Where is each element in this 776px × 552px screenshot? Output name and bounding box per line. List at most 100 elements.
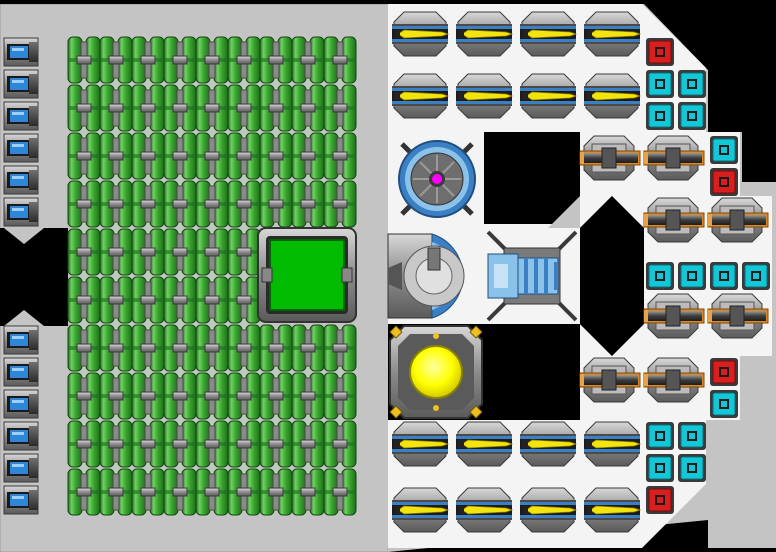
missile-icon[interactable] <box>583 487 641 533</box>
thruster-icon[interactable] <box>3 37 39 67</box>
missile-icon[interactable] <box>519 487 577 533</box>
fuel-tank-icon[interactable] <box>99 132 133 180</box>
fuel-tank-icon[interactable] <box>99 372 133 420</box>
cannon-icon[interactable] <box>707 197 769 243</box>
shield-block-icon[interactable] <box>677 69 707 99</box>
fuel-tank-icon[interactable] <box>227 420 261 468</box>
thruster-icon[interactable] <box>3 133 39 163</box>
missile-icon[interactable] <box>583 73 641 119</box>
fuel-tank-icon[interactable] <box>67 372 101 420</box>
fuel-tank-icon[interactable] <box>131 132 165 180</box>
shield-block-icon[interactable] <box>645 101 675 131</box>
fuel-tank-icon[interactable] <box>195 276 229 324</box>
fuel-tank-icon[interactable] <box>323 180 357 228</box>
shield-block-icon[interactable] <box>645 453 675 483</box>
fuel-tank-icon[interactable] <box>131 372 165 420</box>
fuel-tank-icon[interactable] <box>291 420 325 468</box>
fuel-tank-icon[interactable] <box>163 324 197 372</box>
fuel-tank-icon[interactable] <box>259 468 293 516</box>
fuel-tank-icon[interactable] <box>195 420 229 468</box>
fuel-tank-icon[interactable] <box>291 468 325 516</box>
fuel-tank-icon[interactable] <box>99 276 133 324</box>
fuel-tank-icon[interactable] <box>323 372 357 420</box>
fuel-tank-icon[interactable] <box>259 372 293 420</box>
fuel-tank-icon[interactable] <box>323 324 357 372</box>
fuel-tank-icon[interactable] <box>195 132 229 180</box>
fuel-tank-icon[interactable] <box>67 228 101 276</box>
fuel-tank-icon[interactable] <box>291 36 325 84</box>
turret-dome-icon[interactable] <box>387 233 465 319</box>
fuel-tank-icon[interactable] <box>131 228 165 276</box>
thruster-icon[interactable] <box>3 357 39 387</box>
fuel-tank-icon[interactable] <box>131 324 165 372</box>
gyroscope-icon[interactable] <box>398 140 476 218</box>
fuel-tank-icon[interactable] <box>259 180 293 228</box>
shield-block-icon[interactable] <box>645 421 675 451</box>
missile-icon[interactable] <box>391 487 449 533</box>
missile-icon[interactable] <box>519 73 577 119</box>
fuel-tank-icon[interactable] <box>195 36 229 84</box>
missile-icon[interactable] <box>391 421 449 467</box>
shield-block-icon[interactable] <box>677 261 707 291</box>
fuel-tank-icon[interactable] <box>99 84 133 132</box>
fuel-tank-icon[interactable] <box>259 84 293 132</box>
fuel-tank-icon[interactable] <box>131 180 165 228</box>
shield-block-icon[interactable] <box>709 135 739 165</box>
fuel-tank-icon[interactable] <box>323 420 357 468</box>
fuel-tank-icon[interactable] <box>227 36 261 84</box>
fuel-tank-icon[interactable] <box>291 372 325 420</box>
fuel-tank-icon[interactable] <box>227 276 261 324</box>
fuel-tank-icon[interactable] <box>227 132 261 180</box>
fuel-tank-icon[interactable] <box>99 468 133 516</box>
fuel-tank-icon[interactable] <box>131 84 165 132</box>
shield-block-icon[interactable] <box>677 421 707 451</box>
fuel-tank-icon[interactable] <box>99 36 133 84</box>
fuel-tank-icon[interactable] <box>163 372 197 420</box>
fuel-tank-icon[interactable] <box>195 324 229 372</box>
fuel-tank-icon[interactable] <box>195 468 229 516</box>
fuel-tank-icon[interactable] <box>67 84 101 132</box>
missile-icon[interactable] <box>455 487 513 533</box>
fuel-tank-icon[interactable] <box>131 468 165 516</box>
fuel-tank-icon[interactable] <box>227 180 261 228</box>
fuel-tank-icon[interactable] <box>227 468 261 516</box>
thruster-icon[interactable] <box>3 101 39 131</box>
armor-block-icon[interactable] <box>709 357 739 387</box>
fuel-tank-icon[interactable] <box>67 132 101 180</box>
armor-block-icon[interactable] <box>645 485 675 515</box>
fuel-tank-icon[interactable] <box>67 276 101 324</box>
armor-block-icon[interactable] <box>645 37 675 67</box>
missile-icon[interactable] <box>519 11 577 57</box>
thruster-icon[interactable] <box>3 421 39 451</box>
thruster-icon[interactable] <box>3 197 39 227</box>
fuel-tank-icon[interactable] <box>291 180 325 228</box>
fuel-tank-icon[interactable] <box>227 324 261 372</box>
missile-icon[interactable] <box>391 73 449 119</box>
fuel-tank-icon[interactable] <box>131 420 165 468</box>
fuel-tank-icon[interactable] <box>323 84 357 132</box>
armor-block-icon[interactable] <box>709 167 739 197</box>
shield-block-icon[interactable] <box>709 389 739 419</box>
missile-icon[interactable] <box>455 421 513 467</box>
thruster-icon[interactable] <box>3 69 39 99</box>
missile-icon[interactable] <box>583 11 641 57</box>
cannon-icon[interactable] <box>707 293 769 339</box>
fuel-tank-icon[interactable] <box>259 36 293 84</box>
fuel-tank-icon[interactable] <box>227 372 261 420</box>
fuel-tank-icon[interactable] <box>67 420 101 468</box>
shield-block-icon[interactable] <box>709 261 739 291</box>
thruster-icon[interactable] <box>3 453 39 483</box>
fuel-tank-icon[interactable] <box>67 180 101 228</box>
fuel-tank-icon[interactable] <box>323 468 357 516</box>
fuel-tank-icon[interactable] <box>259 324 293 372</box>
fuel-tank-icon[interactable] <box>163 468 197 516</box>
missile-icon[interactable] <box>455 73 513 119</box>
shield-block-icon[interactable] <box>645 69 675 99</box>
fuel-tank-icon[interactable] <box>67 468 101 516</box>
shield-block-icon[interactable] <box>741 261 771 291</box>
fuel-tank-icon[interactable] <box>323 132 357 180</box>
fuel-tank-icon[interactable] <box>195 84 229 132</box>
thruster-icon[interactable] <box>3 325 39 355</box>
